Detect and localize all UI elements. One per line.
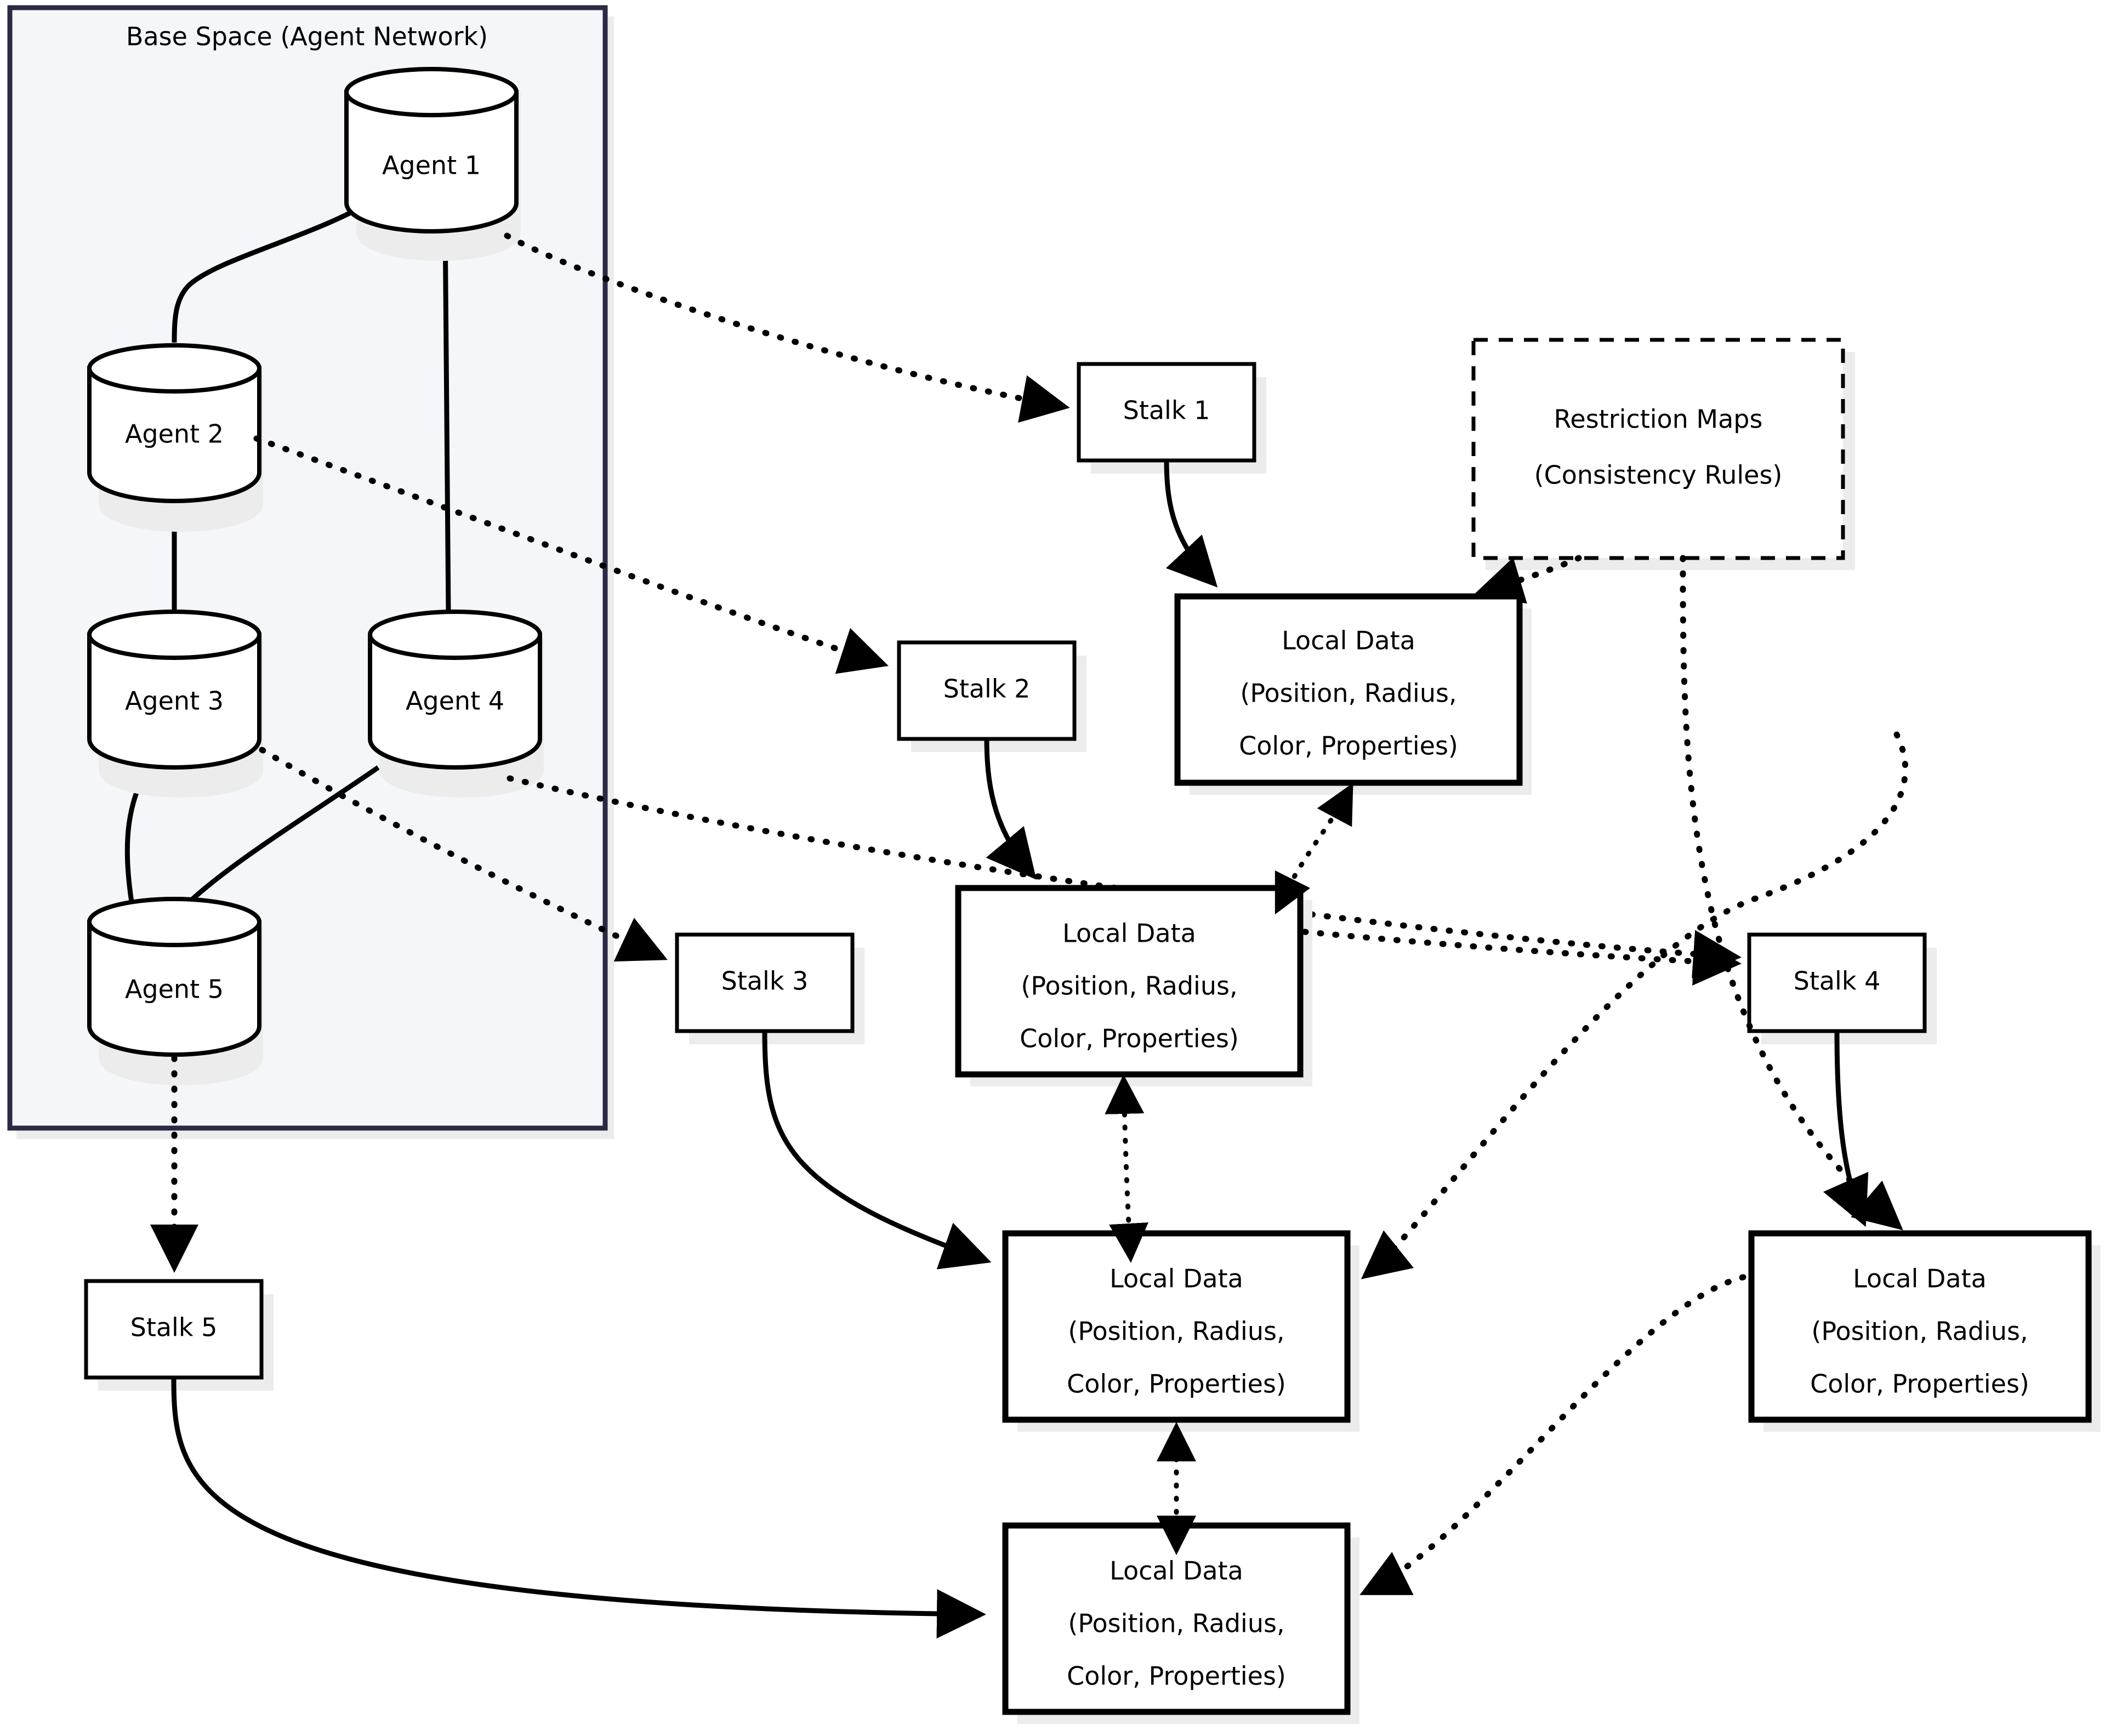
edge-stalk1-to-ld1: [1164, 460, 1218, 588]
local-data-5-line2: (Position, Radius,: [1068, 1609, 1284, 1638]
agent-2[interactable]: Agent 2: [87, 343, 263, 532]
link-agent1-agent2: [172, 195, 380, 343]
stalk-5-label: Stalk 5: [130, 1313, 218, 1342]
agent-3-label: Agent 3: [125, 686, 224, 716]
restriction-maps-line2: (Consistency Rules): [1534, 460, 1783, 490]
base-space-title: Base Space (Agent Network): [126, 22, 488, 52]
local-data-4-line2: (Position, Radius,: [1811, 1317, 2028, 1346]
agent-5[interactable]: Agent 5: [87, 897, 263, 1085]
stalk-1-label: Stalk 1: [1123, 396, 1210, 425]
local-data-2[interactable]: Local Data (Position, Radius, Color, Pro…: [955, 885, 1312, 1086]
stalk-3[interactable]: Stalk 3: [675, 932, 864, 1044]
stalk-1[interactable]: Stalk 1: [1077, 362, 1266, 474]
restriction-maps[interactable]: Restriction Maps (Consistency Rules): [1471, 338, 1855, 570]
local-data-4[interactable]: Local Data (Position, Radius, Color, Pro…: [1748, 1230, 2101, 1432]
stalk-2[interactable]: Stalk 2: [897, 640, 1086, 752]
local-data-5[interactable]: Local Data (Position, Radius, Color, Pro…: [1002, 1522, 1359, 1724]
link-agent1-agent4: [442, 221, 451, 614]
local-data-1-line2: (Position, Radius,: [1240, 679, 1457, 708]
link-agent4-agent5: [179, 765, 380, 912]
agent-2-label: Agent 2: [125, 419, 224, 449]
edge-agent2-to-stalk2: [253, 435, 889, 674]
edge-ld2-to-stalk4: [1301, 929, 1742, 986]
edge-restriction-to-ld1: [1474, 555, 1582, 604]
local-data-2-line1: Local Data: [1062, 919, 1196, 948]
edge-agent3-to-stalk3: [259, 747, 668, 962]
restriction-map-edges: [1474, 555, 1903, 1231]
local-data-3-line3: Color, Properties): [1067, 1369, 1286, 1399]
agent-3[interactable]: Agent 3: [87, 610, 263, 798]
local-data-2-line3: Color, Properties): [1020, 1024, 1239, 1054]
edge-ld2-ld1-consistency: [1275, 783, 1353, 915]
restriction-maps-line1: Restriction Maps: [1554, 405, 1763, 434]
stalk-5[interactable]: Stalk 5: [84, 1279, 274, 1391]
edge-ld1-from-ld3: [1361, 731, 1909, 1279]
agent-5-label: Agent 5: [125, 975, 224, 1004]
local-data-3-line2: (Position, Radius,: [1068, 1317, 1284, 1346]
consistency-edges: [1105, 731, 1909, 1595]
stalk-2-label: Stalk 2: [943, 674, 1031, 704]
local-data-1-line1: Local Data: [1282, 626, 1415, 656]
edge-restriction-to-ld4: [1680, 555, 1903, 1231]
agent-4[interactable]: Agent 4: [368, 610, 544, 798]
local-data-1-line3: Color, Properties): [1239, 731, 1458, 761]
stalk-4-label: Stalk 4: [1794, 966, 1881, 996]
agent-1[interactable]: Agent 1: [344, 67, 521, 261]
local-data-4-line1: Local Data: [1853, 1264, 1987, 1294]
stalk-3-label: Stalk 3: [721, 966, 809, 996]
edge-agent1-to-stalk1: [504, 232, 1070, 423]
edge-ld3-ld2-consistency: [1105, 1074, 1148, 1263]
edge-ld4-to-ld5: [1359, 1274, 1746, 1595]
edge-stalk3-to-ld3: [762, 1031, 992, 1270]
edge-stalk2-to-ld2: [984, 738, 1037, 880]
local-data-5-line1: Local Data: [1110, 1556, 1243, 1586]
local-data-2-line2: (Position, Radius,: [1021, 971, 1237, 1001]
local-data-5-line3: Color, Properties): [1067, 1661, 1286, 1691]
local-data-4-line3: Color, Properties): [1810, 1369, 2029, 1399]
edge-stalk5-to-ld5: [171, 1377, 986, 1639]
local-data-1[interactable]: Local Data (Position, Radius, Color, Pro…: [1174, 593, 1532, 795]
agent-1-label: Agent 1: [382, 151, 481, 180]
agent-4-label: Agent 4: [406, 686, 504, 716]
local-data-3-line1: Local Data: [1110, 1264, 1243, 1294]
stalk-4[interactable]: Stalk 4: [1747, 932, 1937, 1044]
local-data-3[interactable]: Local Data (Position, Radius, Color, Pro…: [1002, 1230, 1359, 1432]
